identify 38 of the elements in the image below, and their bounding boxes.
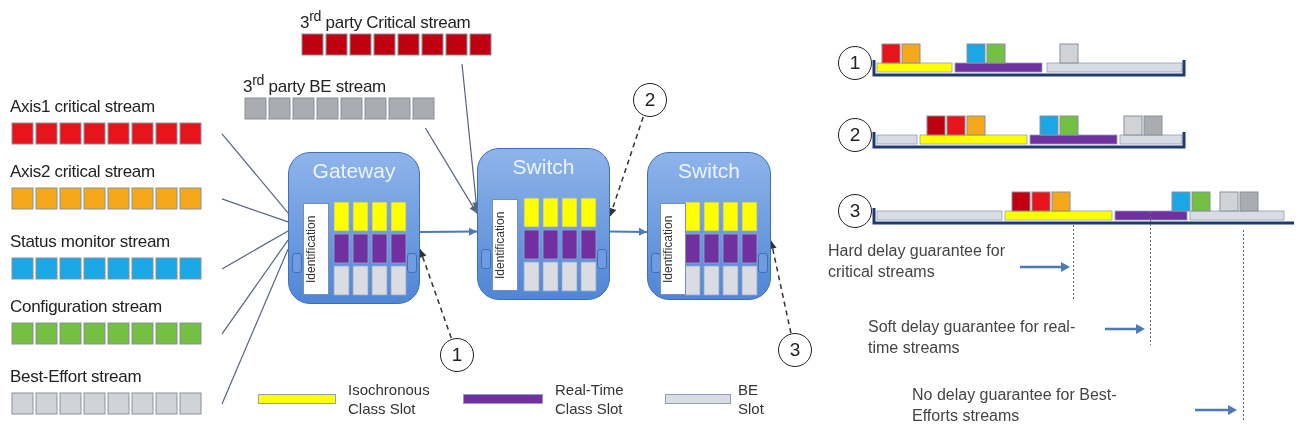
connector-line — [221, 248, 289, 405]
arrow — [424, 127, 478, 214]
legend-text: Real-Time Class Slot — [555, 380, 625, 419]
stream-title: Configuration stream — [10, 297, 162, 317]
callout-number: 1 — [440, 338, 474, 372]
callout-number: 3 — [778, 333, 812, 367]
note-text: Hard delay guarantee for critical streams — [828, 241, 1006, 282]
leader-arrow — [418, 248, 452, 339]
identification-block: Identification — [492, 199, 518, 291]
stream-title: Axis2 critical stream — [10, 162, 155, 182]
network-device-box — [477, 148, 610, 300]
arrow — [419, 227, 478, 236]
callout-number: 1 — [838, 46, 872, 80]
connector-line — [221, 133, 289, 214]
connector-line — [221, 230, 289, 270]
device-title: Switch — [511, 155, 576, 179]
legend-text: Isochronous Class Slot — [348, 380, 431, 419]
note-text: Soft delay guarantee for real-time streams — [868, 317, 1077, 358]
stream-title: Best-Effort stream — [10, 367, 142, 387]
stream-title: Axis1 critical stream — [10, 97, 155, 117]
callout-number: 2 — [633, 83, 667, 117]
callout-number: 3 — [838, 194, 872, 228]
connector-line — [221, 198, 289, 223]
network-device-box — [647, 152, 771, 300]
connector-line — [221, 239, 289, 335]
device-title: Gateway — [311, 159, 397, 183]
identification-block: Identification — [660, 203, 686, 295]
note-text: No delay guarantee for Best-Efforts streams — [912, 385, 1118, 426]
stream-title: 3$^{rd}$ party Critical stream — [300, 8, 471, 33]
leader-arrow — [608, 116, 644, 218]
callout-number: 2 — [838, 118, 872, 152]
stream-title: 3$^{rd}$ party BE stream — [243, 72, 386, 97]
arrow — [609, 227, 648, 236]
stream-title: Status monitor stream — [10, 232, 170, 252]
device-title: Switch — [677, 159, 741, 183]
identification-block: Identification — [303, 203, 329, 295]
network-device-box — [288, 152, 420, 304]
legend-text: BE Slot — [738, 380, 765, 419]
